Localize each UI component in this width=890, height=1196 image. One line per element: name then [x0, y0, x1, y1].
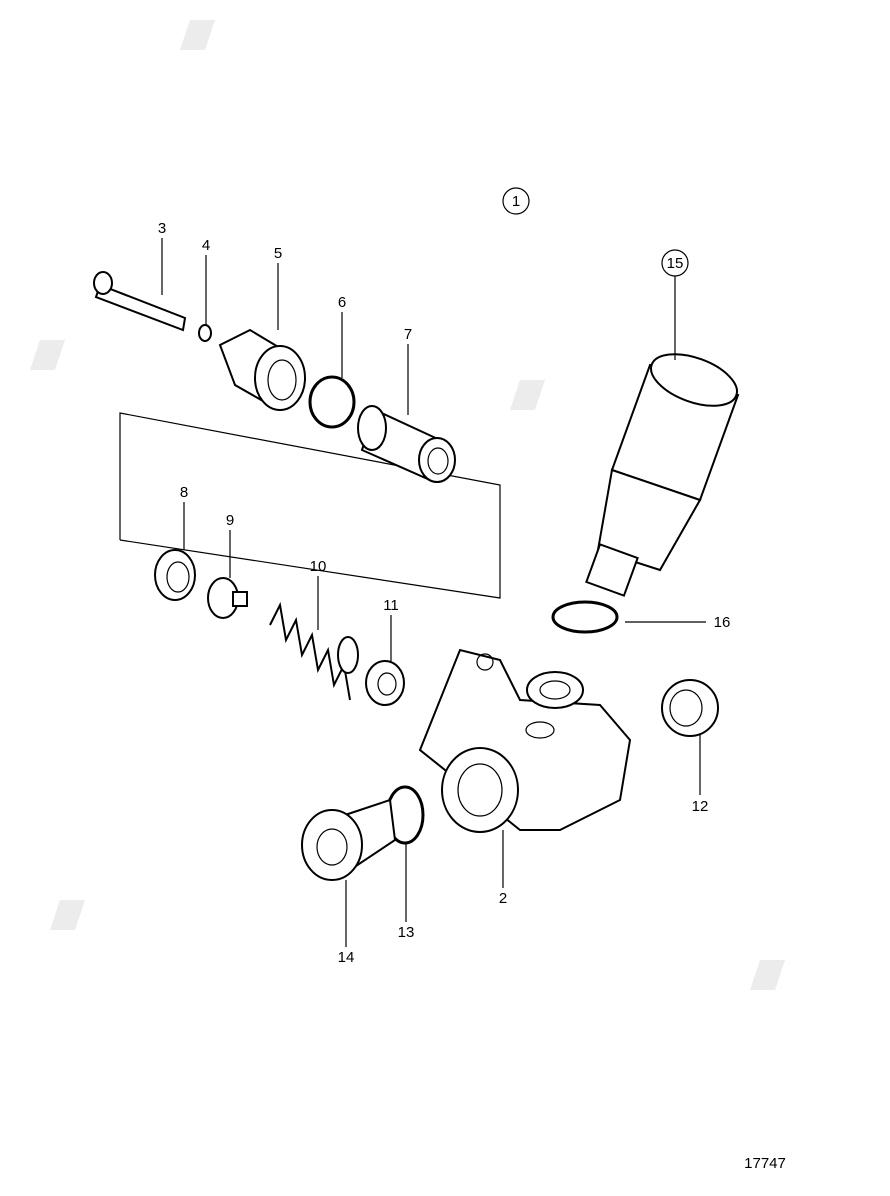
ring-part-8: [154, 549, 196, 601]
callout-label-3: 3: [158, 220, 166, 237]
watermark-logo-icon: [510, 380, 545, 410]
valve-part-9: [207, 577, 248, 619]
callout-label-6: 6: [338, 294, 346, 311]
washer-part-11: [365, 660, 405, 706]
callout-label-13: 13: [398, 924, 415, 941]
seal-part-16: [551, 600, 619, 634]
callout-label-16: 16: [714, 614, 731, 631]
watermark-logo-icon: [30, 340, 65, 370]
oring-part-4: [198, 324, 212, 342]
callout-label-11: 11: [383, 597, 399, 614]
callout-circle-15: [661, 249, 689, 277]
callout-label-1: 1: [512, 193, 520, 210]
leader-lines: [161, 238, 706, 947]
plug-part-5: [218, 328, 306, 411]
watermark-logo-icon: [750, 960, 785, 990]
callout-label-4: 4: [202, 237, 210, 254]
assembly-bracket: [119, 412, 501, 599]
callout-label-10: 10: [310, 558, 327, 575]
callout-label-5: 5: [274, 245, 282, 262]
pin-part-3: [93, 271, 187, 332]
watermark-logo-layer: [30, 20, 785, 990]
seal-ring-part-6: [308, 375, 356, 429]
watermark-logo-icon: [180, 20, 215, 50]
callout-label-2: 2: [499, 890, 507, 907]
callout-label-12: 12: [692, 798, 709, 815]
sleeve-part-7: [357, 405, 456, 483]
filter-part-15: [585, 353, 740, 597]
callout-label-7: 7: [404, 326, 412, 343]
pump-body-part-2: [418, 648, 632, 833]
callout-label-9: 9: [226, 512, 234, 529]
watermark-logo-icon: [50, 900, 85, 930]
callout-label-15: 15: [667, 255, 684, 272]
drawing-number: 17747: [744, 1155, 786, 1172]
bolt-part-14: [301, 798, 397, 881]
callout-label-8: 8: [180, 484, 188, 501]
callout-circle-1: [502, 187, 530, 215]
spring-part-10: [269, 601, 359, 701]
callout-label-14: 14: [338, 949, 355, 966]
plug-part-12: [661, 679, 719, 737]
